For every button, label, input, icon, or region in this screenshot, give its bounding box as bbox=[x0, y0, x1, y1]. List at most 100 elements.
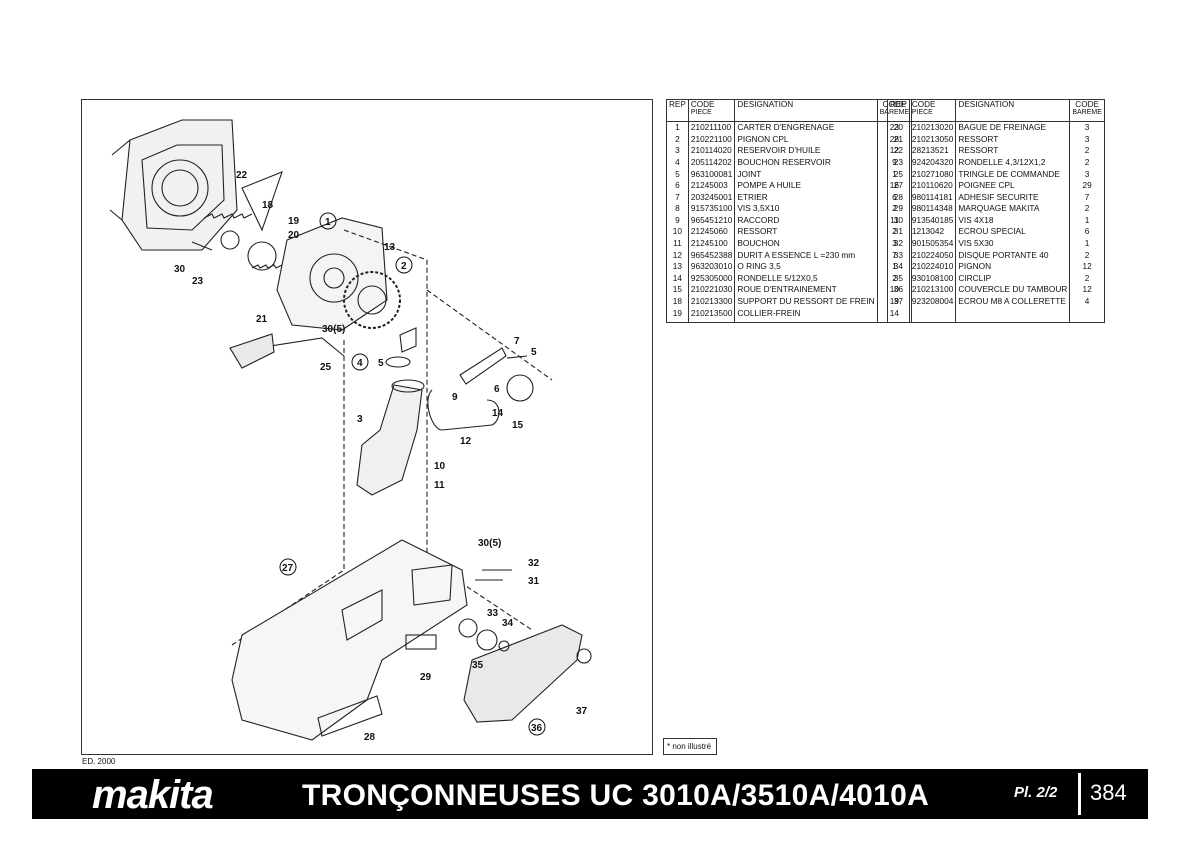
part-code: 21245060 bbox=[687, 225, 736, 238]
part-bareme: 1 bbox=[1069, 237, 1105, 250]
part-code: 210224010 bbox=[908, 260, 957, 273]
part-rep: 20 bbox=[887, 121, 910, 134]
drum-cover-shape bbox=[463, 624, 583, 723]
part-designation: RONDELLE 5/12X0,5 bbox=[734, 272, 878, 284]
callout-18: 18 bbox=[262, 200, 274, 211]
footnote-not-illustrated: * non illustré bbox=[663, 738, 717, 755]
callout-27: 27 bbox=[282, 563, 294, 574]
page-number: 384 bbox=[1090, 780, 1127, 805]
callout-10: 10 bbox=[434, 461, 446, 472]
safety-decal-shape bbox=[317, 695, 383, 737]
part-code: 930108100 bbox=[908, 272, 957, 284]
callout-14: 14 bbox=[492, 408, 504, 419]
part-rep: 36 bbox=[887, 283, 910, 296]
part-designation: BAGUE DE FREINAGE bbox=[955, 121, 1071, 134]
part-code: 915735100 bbox=[687, 202, 736, 215]
part-code: 1213042 bbox=[908, 225, 957, 238]
part-designation: CIRCLIP bbox=[955, 272, 1071, 284]
part-designation: BOUCHON RESERVOIR bbox=[734, 156, 878, 168]
callout-9: 9 bbox=[452, 392, 458, 403]
banner-divider bbox=[1078, 773, 1081, 815]
part-bareme: 3 bbox=[1069, 167, 1105, 180]
part-designation: RACCORD bbox=[734, 214, 878, 226]
part-code: 965451210 bbox=[687, 214, 736, 226]
part-bareme: 3 bbox=[1069, 121, 1105, 134]
part-code: 203245001 bbox=[687, 191, 736, 203]
oil-pump-shape bbox=[459, 347, 507, 385]
part-rep: 25 bbox=[887, 167, 910, 180]
callout-19: 19 bbox=[288, 216, 300, 227]
part-rep: 28 bbox=[887, 191, 910, 203]
part-designation: BOUCHON bbox=[734, 237, 878, 250]
part-bareme: 12 bbox=[1069, 260, 1105, 273]
part-designation: RESSORT bbox=[734, 225, 878, 238]
part-rep: 14 bbox=[666, 272, 689, 284]
part-bareme: 4 bbox=[1069, 295, 1105, 307]
callout-12: 12 bbox=[460, 436, 472, 447]
header-designation: DESIGNATION bbox=[734, 99, 878, 122]
callout-36: 36 bbox=[531, 723, 543, 734]
part-code: 210213050 bbox=[908, 133, 957, 145]
callout-30b: 30(5) bbox=[322, 324, 345, 335]
part-bareme: 6 bbox=[1069, 225, 1105, 238]
part-rep: 33 bbox=[887, 249, 910, 261]
header-rep: REP bbox=[666, 99, 689, 122]
main-casing-shape bbox=[276, 217, 388, 331]
part-bareme: 12 bbox=[1069, 283, 1105, 296]
part-code: 28213521 bbox=[908, 144, 957, 157]
callout-30a: 30 bbox=[174, 264, 186, 275]
callout-11: 11 bbox=[434, 480, 445, 491]
callout-34: 34 bbox=[502, 618, 514, 629]
part-designation: VIS 3,5X10 bbox=[734, 202, 878, 215]
part-rep: 2 bbox=[666, 133, 689, 145]
part-designation: TRINGLE DE COMMANDE bbox=[955, 167, 1071, 180]
part-designation: ECROU M8 A COLLERETTE bbox=[955, 295, 1071, 307]
callout-28: 28 bbox=[364, 732, 376, 743]
gear-casing-shape bbox=[121, 119, 238, 251]
callout-20: 20 bbox=[288, 230, 300, 241]
part-designation: POIGNEE CPL bbox=[955, 179, 1071, 192]
part-rep: 34 bbox=[887, 260, 910, 273]
part-rep: 15 bbox=[666, 283, 689, 296]
part-bareme: 2 bbox=[1069, 156, 1105, 168]
part-designation: COLLIER-FREIN bbox=[734, 307, 878, 319]
part-designation: RESSORT bbox=[955, 133, 1071, 145]
part-rep: 5 bbox=[666, 167, 689, 180]
part-rep: 32 bbox=[887, 237, 910, 250]
part-rep: 23 bbox=[887, 156, 910, 168]
part-designation: ECROU SPECIAL bbox=[955, 225, 1071, 238]
makita-logo: makita bbox=[92, 773, 214, 817]
part-code: 980114348 bbox=[908, 202, 957, 215]
filler-cell bbox=[887, 307, 910, 323]
filler-cell bbox=[687, 318, 736, 323]
part-bareme: 1 bbox=[1069, 214, 1105, 226]
part-code: 210213500 bbox=[687, 307, 736, 319]
callout-32: 32 bbox=[528, 558, 540, 569]
part-designation: ADHESIF SECURITE bbox=[955, 191, 1071, 203]
part-designation: RESERVOIR D'HUILE bbox=[734, 144, 878, 157]
part-code: 924204320 bbox=[908, 156, 957, 168]
callout-25: 25 bbox=[320, 362, 332, 373]
part-bareme: 3 bbox=[1069, 133, 1105, 145]
brake-spring-shape bbox=[203, 213, 253, 219]
part-rep: 18 bbox=[666, 295, 689, 307]
part-rep: 3 bbox=[666, 144, 689, 157]
callout-37: 37 bbox=[576, 706, 588, 717]
part-bareme: 2 bbox=[1069, 272, 1105, 284]
diagram-drawing: 1 2 3 4 5 5 6 7 9 10 11 12 13 14 15 18 1… bbox=[109, 119, 592, 743]
